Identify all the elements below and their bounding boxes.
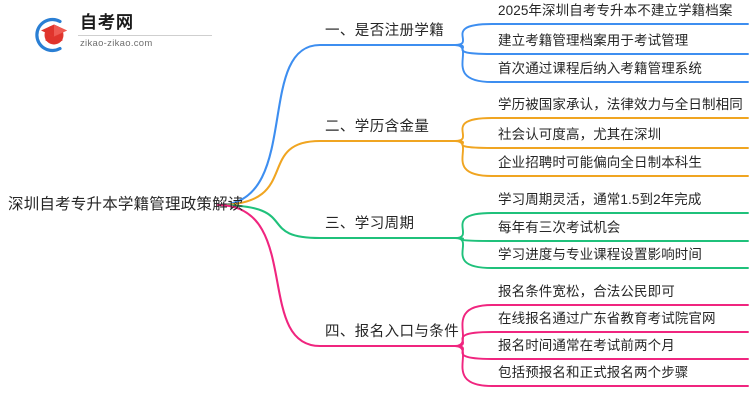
mindmap-leaf-label[interactable]: 每年有三次考试机会 bbox=[498, 220, 621, 235]
mindmap-leaf-label[interactable]: 社会认可度高，尤其在深圳 bbox=[498, 127, 662, 142]
mindmap-leaf-label[interactable]: 学习进度与专业课程设置影响时间 bbox=[498, 247, 702, 262]
mindmap-connector bbox=[454, 23, 749, 46]
logo-title: 自考网 bbox=[80, 13, 134, 32]
mindmap-connector bbox=[454, 212, 749, 239]
logo-text-block: 自考网 zikao-zikao.com bbox=[78, 12, 218, 50]
mindmap-connector bbox=[454, 237, 749, 242]
mindmap-leaf-label[interactable]: 在线报名通过广东省教育考试院官网 bbox=[498, 311, 716, 326]
mindmap-connector bbox=[454, 44, 749, 83]
mindmap-leaf-label[interactable]: 学习周期灵活，通常1.5到2年完成 bbox=[498, 192, 702, 207]
mindmap-connector bbox=[454, 304, 749, 347]
mindmap-leaf-label[interactable]: 包括预报名和正式报名两个步骤 bbox=[498, 365, 689, 380]
mindmap-leaf-label[interactable]: 学历被国家承认，法律效力与全日制相同 bbox=[498, 97, 743, 112]
mindmap-branch-label-3[interactable]: 三、学习周期 bbox=[325, 216, 415, 232]
mindmap-leaf-label[interactable]: 报名时间通常在考试前两个月 bbox=[498, 338, 675, 353]
mindmap-connector bbox=[216, 139, 457, 207]
mindmap-connector bbox=[454, 237, 749, 269]
mindmap-connector bbox=[454, 140, 749, 177]
mindmap-connector bbox=[216, 203, 457, 240]
mindmap-leaf-label[interactable]: 首次通过课程后纳入考籍管理系统 bbox=[498, 61, 702, 76]
site-logo: 自考网 zikao-zikao.com bbox=[30, 12, 220, 58]
logo-subtitle: zikao-zikao.com bbox=[80, 38, 153, 49]
circle-graduation-cap-logo-icon bbox=[30, 14, 72, 56]
mindmap-leaf-label[interactable]: 2025年深圳自考专升本不建立学籍档案 bbox=[498, 3, 733, 18]
mindmap-connector bbox=[454, 331, 749, 347]
mindmap-connector bbox=[454, 117, 749, 142]
mindmap-leaf-label[interactable]: 报名条件宽松，合法公民即可 bbox=[498, 284, 675, 299]
mindmap-leaf-label[interactable]: 建立考籍管理档案用于考试管理 bbox=[498, 33, 689, 48]
mindmap-branch-label-2[interactable]: 二、学历含金量 bbox=[325, 119, 430, 135]
mindmap-branch-label-4[interactable]: 四、报名入口与条件 bbox=[325, 324, 460, 340]
mindmap-connector bbox=[216, 203, 457, 348]
logo-divider bbox=[78, 35, 212, 36]
mindmap-root-node[interactable]: 深圳自考专升本学籍管理政策解读 bbox=[8, 196, 244, 213]
mindmap-connector bbox=[216, 43, 457, 207]
mindmap-branch-label-1[interactable]: 一、是否注册学籍 bbox=[325, 23, 445, 39]
mindmap-connector bbox=[454, 345, 749, 387]
mindmap-leaf-label[interactable]: 企业招聘时可能偏向全日制本科生 bbox=[498, 155, 702, 170]
